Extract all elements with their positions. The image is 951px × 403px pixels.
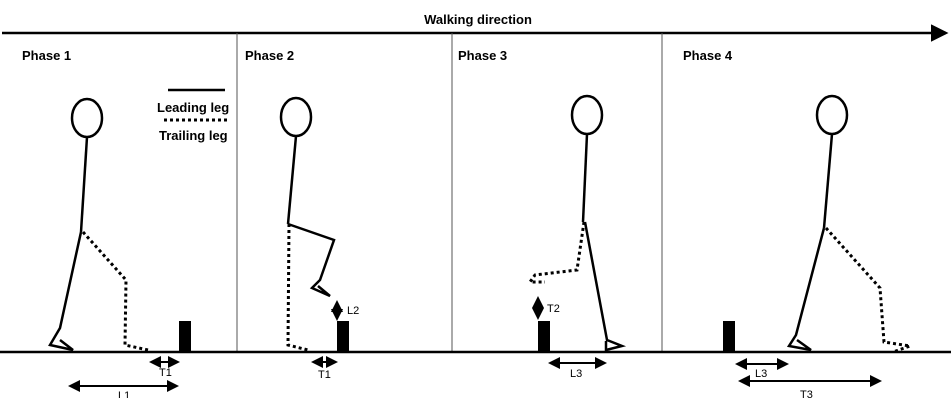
l3-label-phase-3: L3 (570, 368, 582, 380)
walker-phase-1 (48, 97, 149, 352)
walker-phase-3 (527, 94, 627, 352)
phase-4-label: Phase 4 (683, 48, 733, 63)
trailing-leg-legend-label: Trailing leg (159, 128, 228, 143)
l1-label: L1 (118, 390, 130, 398)
l3-label-phase-4: L3 (755, 368, 767, 380)
obstacle-phase-2 (337, 321, 349, 352)
trailing-leg-phase-4 (824, 226, 911, 354)
head-phase-2 (279, 96, 313, 138)
phase-2-label: Phase 2 (245, 48, 294, 63)
trailing-leg-phase-1 (81, 230, 149, 352)
phase-3-label: Phase 3 (458, 48, 507, 63)
obstacle-phase-3 (538, 321, 550, 352)
head-phase-3 (570, 94, 604, 136)
t3-label: T3 (800, 389, 813, 398)
walker-phase-2 (279, 96, 336, 352)
walker-phase-4 (786, 94, 911, 354)
t2-label: T2 (547, 303, 560, 315)
l2-label: L2 (347, 305, 359, 317)
torso-phase-1 (79, 136, 89, 233)
phase-1-label: Phase 1 (22, 48, 71, 63)
obstacle-phase-4 (723, 321, 735, 352)
trailing-leg-phase-3 (527, 221, 586, 284)
leading-leg-phase-2 (287, 222, 336, 298)
torso-phase-2 (286, 135, 298, 225)
torso-phase-4 (822, 133, 834, 229)
walking-direction-label: Walking direction (424, 12, 532, 27)
leading-leg-legend-label: Leading leg (157, 100, 229, 115)
torso-phase-3 (581, 133, 589, 223)
head-phase-1 (70, 97, 104, 139)
leading-leg-phase-1 (48, 231, 83, 352)
t1-label-phase-1: T1 (159, 367, 172, 379)
legend: Leading leg Trailing leg (157, 88, 229, 143)
leading-leg-phase-4 (786, 227, 826, 352)
obstacle-phase-1 (179, 321, 191, 352)
head-phase-4 (815, 94, 849, 136)
trailing-leg-phase-2 (286, 223, 309, 352)
t1-label-phase-2: T1 (318, 369, 331, 381)
leading-leg-phase-3 (583, 221, 627, 352)
